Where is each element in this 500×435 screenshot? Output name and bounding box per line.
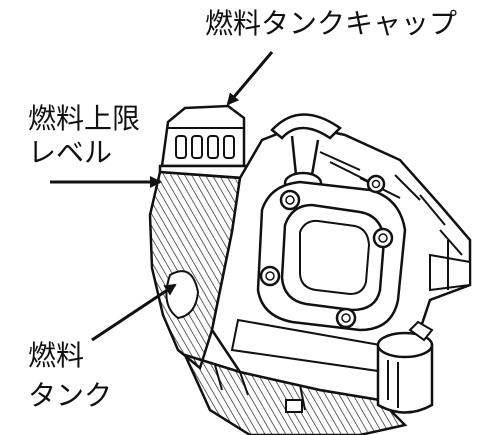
fuel-cap-arrow	[228, 52, 272, 104]
bolt	[337, 309, 355, 327]
bolt	[281, 191, 299, 209]
engine-cover	[258, 182, 405, 330]
fuel-tank-label-line1: 燃料	[28, 339, 84, 372]
fuel-cap	[160, 106, 246, 178]
upper-limit-label-line2: レベル	[28, 136, 112, 169]
fuel-tank-label-line2: タンク	[28, 379, 112, 412]
bolt	[261, 267, 279, 285]
cylinder-part	[378, 322, 432, 413]
bolt	[368, 176, 384, 192]
fuel-cap-label: 燃料タンクキャップ	[205, 7, 457, 40]
upper-limit-label-line1: 燃料上限	[28, 102, 140, 135]
bolt	[374, 229, 392, 247]
